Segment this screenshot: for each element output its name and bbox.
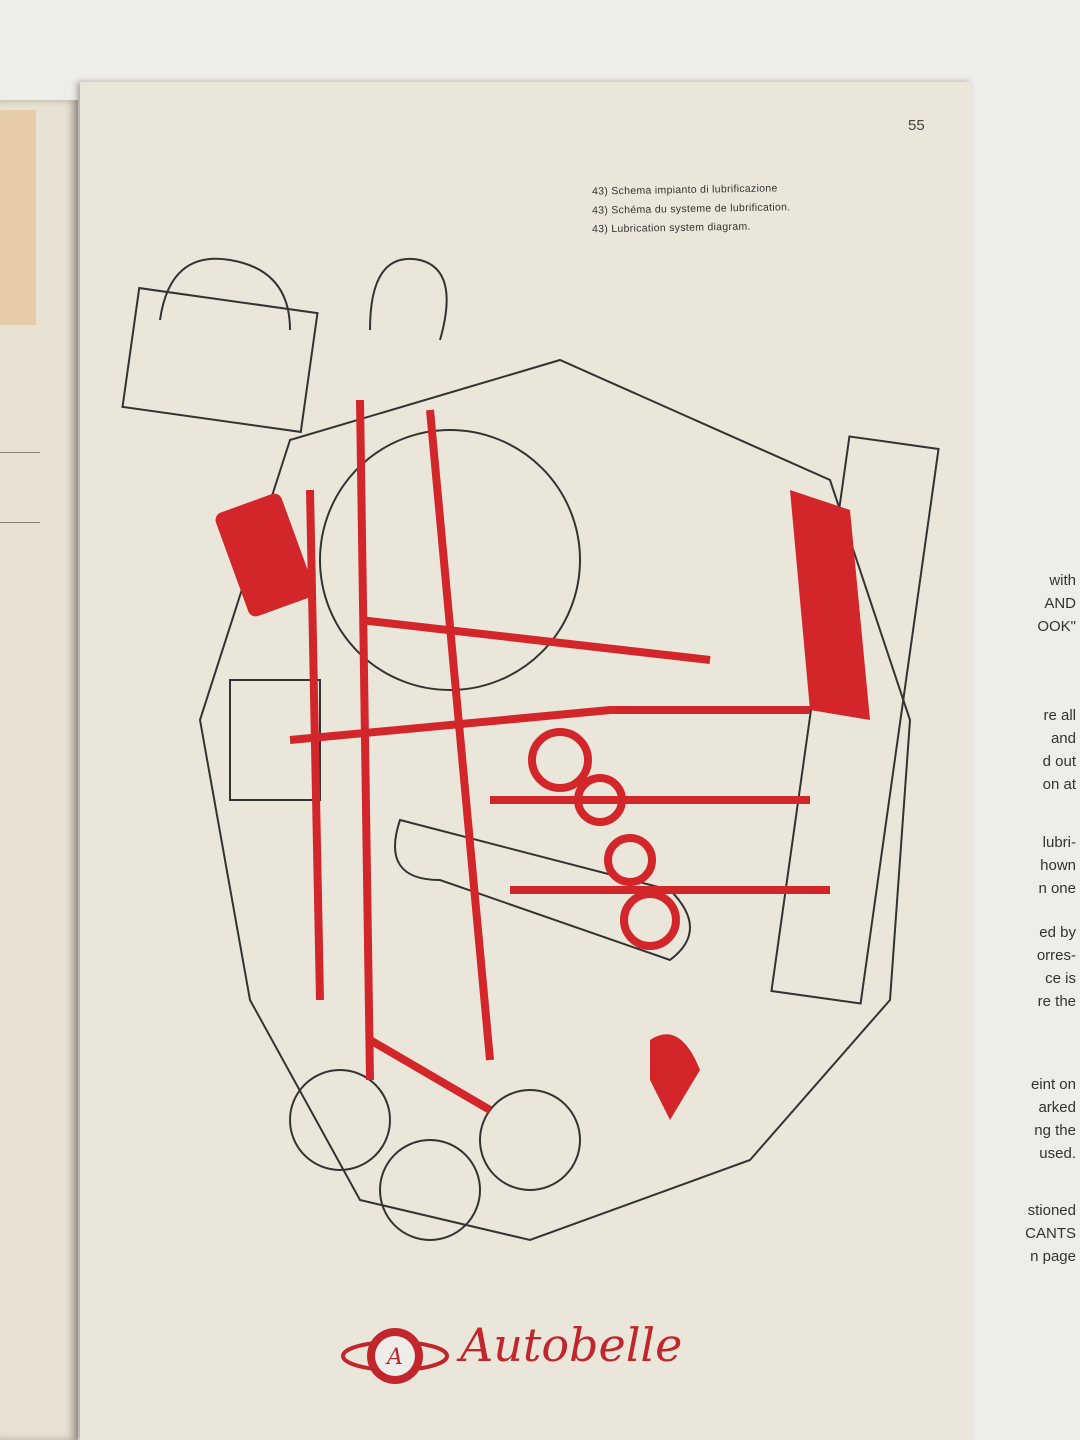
- engine-lubrication-diagram: [121, 257, 940, 1242]
- oil-pump-red: [790, 490, 870, 720]
- left-page-text-line: OOK": [1037, 618, 1076, 635]
- left-page-text-line: used.: [1039, 1145, 1076, 1162]
- right-page: [80, 82, 972, 1440]
- left-page-text-line: d out: [1042, 753, 1076, 770]
- pulley: [379, 1139, 481, 1241]
- page-number: 55: [908, 117, 925, 134]
- left-page-text-line: n page: [1030, 1248, 1076, 1265]
- left-page-text-line: eint on: [1030, 1076, 1076, 1093]
- svg-text:A: A: [385, 1345, 403, 1370]
- logo-text: Autobelle: [460, 1318, 683, 1372]
- left-page-text-line: ng the: [1034, 1122, 1076, 1139]
- left-page-tab: [0, 110, 36, 325]
- oil-cooler: [121, 286, 319, 434]
- engine-block-outline: [198, 358, 912, 1242]
- cooler-hose: [159, 257, 291, 331]
- divider: [0, 452, 40, 453]
- left-page-text-line: n one: [1038, 880, 1076, 897]
- left-page-text-line: and: [1050, 730, 1076, 747]
- left-page-text-line: AND: [1044, 595, 1076, 612]
- divider: [0, 522, 40, 523]
- left-page-text-line: hown: [1040, 857, 1076, 874]
- autobelle-logo: A: [341, 1328, 449, 1384]
- pulley: [479, 1089, 581, 1191]
- flywheel: [319, 429, 581, 691]
- left-page-text-line: ce is: [1045, 970, 1076, 987]
- oil-sump: [770, 435, 940, 1005]
- cooler-hose: [369, 257, 448, 341]
- left-page-text-line: arked: [1038, 1099, 1076, 1116]
- left-page-text-line: orres-: [1036, 947, 1076, 964]
- oil-filter: [215, 493, 315, 617]
- left-page-text-line: lubri-: [1042, 834, 1076, 851]
- left-page-text-line: stioned: [1027, 1202, 1076, 1219]
- oil-passages: [289, 399, 830, 1114]
- left-page-text-line: on at: [1042, 776, 1076, 793]
- pulley: [289, 1069, 391, 1171]
- left-page-text-line: ed by: [1039, 924, 1076, 941]
- pickup-red: [650, 1034, 700, 1120]
- left-page-text-line: CANTS: [1025, 1225, 1076, 1242]
- timing-belt: [394, 818, 691, 962]
- left-page-text-line: re the: [1037, 993, 1076, 1010]
- left-page-text-line: with: [1049, 572, 1076, 589]
- left-page-text-line: re all: [1043, 707, 1076, 724]
